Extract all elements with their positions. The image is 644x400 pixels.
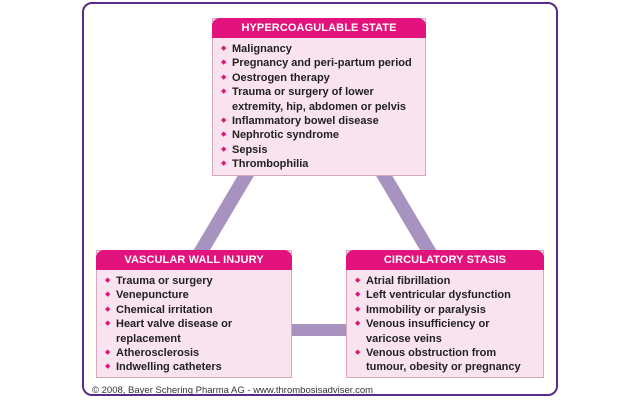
list-item: Venous insufficiency or varicose veins — [355, 317, 537, 346]
list-item: Inflammatory bowel disease — [221, 114, 419, 129]
list-item: Thrombophilia — [221, 157, 419, 172]
vascular-wall-injury-box: VASCULAR WALL INJURY Trauma or surgery V… — [96, 250, 292, 378]
hypercoagulable-state-list: Malignancy Pregnancy and peri-partum per… — [213, 38, 425, 172]
vascular-wall-injury-title: VASCULAR WALL INJURY — [96, 250, 292, 270]
list-item: Nephrotic syndrome — [221, 128, 419, 143]
hypercoagulable-state-title: HYPERCOAGULABLE STATE — [212, 18, 426, 38]
list-item: Left ventricular dysfunction — [355, 288, 537, 303]
list-item: Malignancy — [221, 42, 419, 57]
list-item: Venous obstruction from tumour, obesity … — [355, 346, 537, 375]
list-item: Chemical irritation — [105, 303, 285, 318]
hypercoagulable-state-box: HYPERCOAGULABLE STATE Malignancy Pregnan… — [212, 18, 426, 176]
circulatory-stasis-box: CIRCULATORY STASIS Atrial fibrillation L… — [346, 250, 544, 378]
list-item: Trauma or surgery — [105, 274, 285, 289]
list-item: Venepuncture — [105, 288, 285, 303]
copyright-notice: © 2008, Bayer Schering Pharma AG - www.t… — [92, 385, 374, 396]
list-item: Immobility or paralysis — [355, 303, 537, 318]
list-item: Indwelling catheters — [105, 360, 285, 375]
circulatory-stasis-list: Atrial fibrillation Left ventricular dys… — [347, 270, 543, 375]
list-item: Atrial fibrillation — [355, 274, 537, 289]
list-item: Trauma or surgery of lower extremity, hi… — [221, 85, 419, 114]
list-item: Oestrogen therapy — [221, 71, 419, 86]
list-item: Sepsis — [221, 143, 419, 158]
vascular-wall-injury-list: Trauma or surgery Venepuncture Chemical … — [97, 270, 291, 375]
list-item: Atherosclerosis — [105, 346, 285, 361]
circulatory-stasis-title: CIRCULATORY STASIS — [346, 250, 544, 270]
list-item: Heart valve disease or replacement — [105, 317, 285, 346]
list-item: Pregnancy and peri-partum period — [221, 56, 419, 71]
